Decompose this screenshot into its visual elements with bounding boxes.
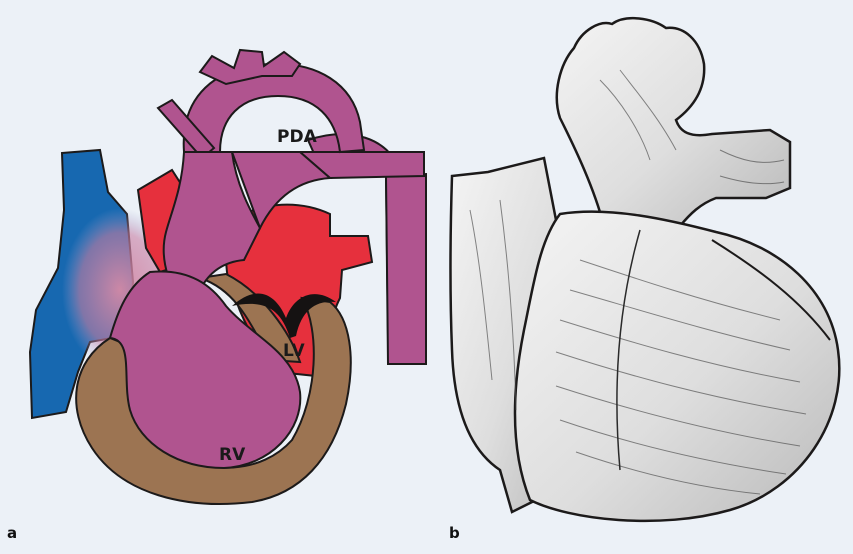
panel-a-letter: a [7,524,17,542]
descending-aorta-lower [386,174,426,364]
ventricle-mass-sketch [515,212,839,521]
label-rv: RV [219,445,246,465]
panel-a-schematic: PDA LV RV a [7,50,426,542]
label-lv: LV [283,341,305,361]
panel-b-letter: b [449,524,460,542]
great-vessels-sketch [557,18,790,226]
label-pda: PDA [277,127,318,147]
panel-b-sketch: b [449,18,839,542]
